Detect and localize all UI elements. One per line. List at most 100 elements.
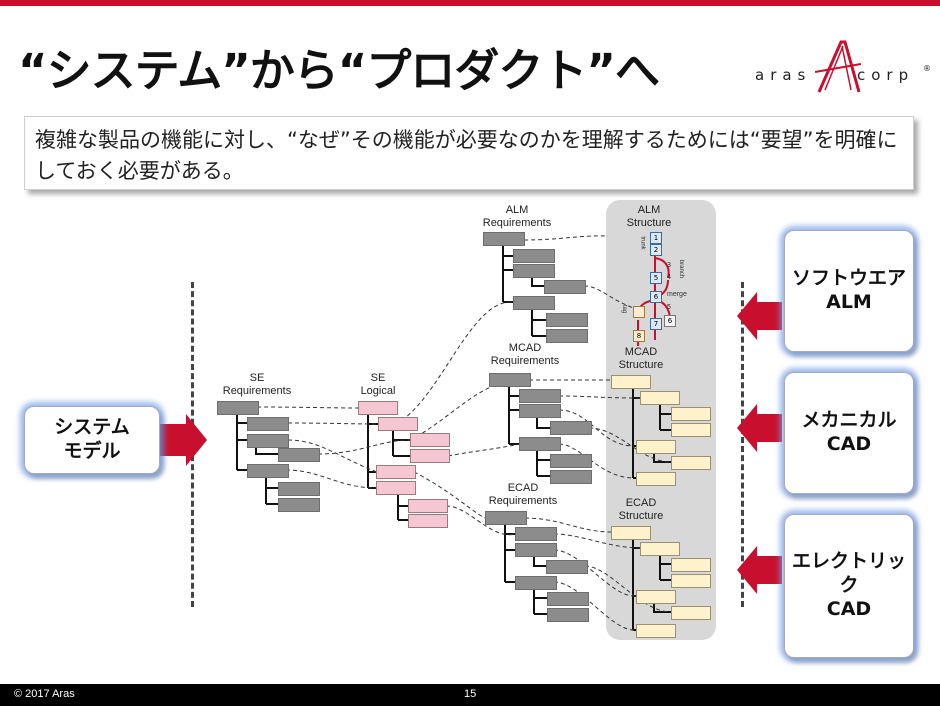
mcad-requirement-node xyxy=(519,404,561,418)
se-requirement-node xyxy=(247,464,289,478)
alm-node: 2 xyxy=(650,244,662,256)
label-alm-structure: ALM Structure xyxy=(626,204,672,229)
se-logical-node xyxy=(408,499,448,513)
alm-requirement-node xyxy=(544,280,586,294)
ecad-requirement-node xyxy=(515,576,557,590)
ecad-structure-node xyxy=(671,574,711,588)
ecad-requirement-node xyxy=(485,511,527,525)
label-mcad-requirements: MCAD Requirements xyxy=(490,342,560,367)
ecad-structure-node xyxy=(640,542,680,556)
se-logical-node xyxy=(410,449,450,463)
aras-a-mark-icon xyxy=(815,40,861,93)
se-requirement-node xyxy=(278,448,320,462)
left-arrow-icon xyxy=(158,414,207,466)
alm-node: 5 xyxy=(666,303,672,311)
se-requirement-node xyxy=(278,498,320,512)
alm-requirement-node xyxy=(546,329,588,343)
alm-node: 3 xyxy=(666,261,672,269)
ecad-structure-node xyxy=(671,558,711,572)
alm-requirement-node xyxy=(483,232,525,246)
mcad-structure-node xyxy=(671,423,711,437)
mcad-requirement-node xyxy=(519,389,561,403)
ecad-requirement-node xyxy=(515,543,557,557)
right-dashed-divider xyxy=(741,282,744,607)
mcad-requirement-node xyxy=(550,421,592,435)
mcad-arrow-icon xyxy=(737,404,782,452)
alm-node: 5 xyxy=(650,272,662,284)
label-alm-requirements: ALM Requirements xyxy=(482,204,552,229)
label-ecad-structure: ECAD Structure xyxy=(618,497,664,522)
alm-node: 1 xyxy=(650,232,662,244)
alm-label-trunk: trunk xyxy=(639,236,646,250)
registered-mark: ® xyxy=(923,64,931,73)
mcad-structure-node xyxy=(671,456,711,470)
alm-arrow-icon xyxy=(737,292,782,340)
alm-label-branch: branch xyxy=(678,259,685,279)
ecad-structure-node xyxy=(636,590,676,604)
software-alm-box: ソフトウエア ALM xyxy=(784,230,914,352)
logo-text-left: aras xyxy=(755,66,812,84)
system-model-box: システム モデル xyxy=(24,406,160,474)
mcad-requirement-node xyxy=(550,454,592,468)
system-model-label: システム モデル xyxy=(54,416,130,462)
se-requirement-node xyxy=(247,434,289,448)
mcad-requirement-node xyxy=(550,470,592,484)
label-mcad-structure: MCAD Structure xyxy=(618,346,664,371)
se-logical-node xyxy=(378,417,418,431)
callout-text: 複雑な製品の機能に対し、“なぜ”その機能が必要なのかを理解するためには“要望”を… xyxy=(35,128,898,183)
se-logical-node xyxy=(376,481,416,495)
ecad-requirement-node xyxy=(547,592,589,606)
mcad-requirement-node xyxy=(489,373,531,387)
ecad-requirement-node xyxy=(547,608,589,622)
alm-label-tag: tag xyxy=(621,304,628,314)
alm-node: 6 xyxy=(664,315,676,327)
electrical-cad-box: エレクトリッ ク CAD xyxy=(784,514,914,658)
trace-links xyxy=(256,235,672,631)
tree-lines xyxy=(236,244,671,631)
alm-requirement-node xyxy=(513,264,555,278)
alm-node: 6 xyxy=(650,291,662,303)
mcad-requirement-node xyxy=(519,437,561,451)
alm-tag-marker xyxy=(633,306,645,318)
mcad-structure-node xyxy=(636,440,676,454)
label-se-logical: SE Logical xyxy=(360,372,396,397)
ecad-structure-node xyxy=(636,624,676,638)
alm-node: 8 xyxy=(633,330,645,342)
se-requirement-node xyxy=(278,482,320,496)
mcad-structure-node xyxy=(611,375,651,389)
alm-node: 7 xyxy=(650,318,662,330)
se-logical-node xyxy=(358,401,398,415)
footer-bar: © 2017 Aras 15 xyxy=(0,684,940,706)
se-requirement-node xyxy=(217,401,259,415)
mcad-structure-node xyxy=(640,391,680,405)
callout-box: 複雑な製品の機能に対し、“なぜ”その機能が必要なのかを理解するためには“要望”を… xyxy=(24,116,914,190)
software-alm-label: ソフトウエア ALM xyxy=(791,267,906,313)
se-logical-node xyxy=(410,433,450,447)
se-requirement-node xyxy=(247,417,289,431)
ecad-structure-node xyxy=(671,606,711,620)
mechanical-cad-box: メカニカル CAD xyxy=(784,372,914,494)
label-ecad-requirements: ECAD Requirements xyxy=(488,482,558,507)
mcad-structure-node xyxy=(671,407,711,421)
alm-requirement-node xyxy=(546,313,588,327)
label-se-requirements: SE Requirements xyxy=(222,372,292,397)
slide-title: “システム”から“プロダクト”へ xyxy=(18,44,660,97)
ecad-arrow-icon xyxy=(737,546,782,594)
mechanical-cad-label: メカニカル CAD xyxy=(801,409,897,455)
ecad-requirement-node xyxy=(515,527,557,541)
aras-logo: aras corp ® xyxy=(755,38,931,98)
ecad-requirement-node xyxy=(546,560,588,574)
ecad-structure-node xyxy=(611,526,651,540)
se-logical-node xyxy=(376,465,416,479)
se-logical-node xyxy=(408,514,448,528)
mcad-structure-node xyxy=(636,472,676,486)
alm-label-merge: merge xyxy=(667,291,687,298)
top-accent-bar xyxy=(0,0,940,6)
alm-requirement-node xyxy=(513,249,555,263)
electrical-cad-label: エレクトリッ ク CAD xyxy=(791,550,906,620)
alm-node: 4 xyxy=(666,273,672,281)
page-number: 15 xyxy=(464,688,477,700)
alm-requirement-node xyxy=(513,296,555,310)
footer-copyright: © 2017 Aras xyxy=(14,688,75,700)
